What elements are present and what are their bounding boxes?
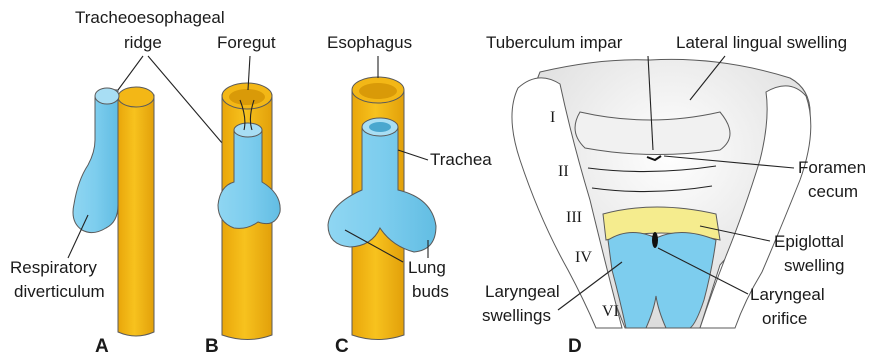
label-tracheoesophageal-1: Tracheoesophageal [75, 8, 225, 27]
panel-b-lumen [229, 89, 265, 105]
arch-numeral-4: IV [575, 249, 592, 266]
panel-d-laryngeal-orifice [652, 232, 658, 248]
label-tuberculum-impar: Tuberculum impar [486, 33, 623, 52]
leader-ridge-b [148, 56, 228, 150]
label-laryngeal-orifice-2: orifice [762, 309, 807, 328]
panel-letter-d: D [568, 336, 582, 357]
panel-letter-c: C [335, 336, 349, 357]
arch-numeral-1: I [550, 109, 555, 126]
label-respiratory-2: diverticulum [14, 282, 105, 301]
label-esophagus: Esophagus [327, 33, 412, 52]
panel-b: Foregut B [205, 33, 280, 357]
label-lung-1: Lung [408, 258, 446, 277]
label-tracheoesophageal-2: ridge [124, 33, 162, 52]
label-trachea: Trachea [430, 150, 492, 169]
panel-letter-b: B [205, 336, 219, 357]
panel-a: Tracheoesophageal ridge Respiratory dive… [10, 8, 228, 357]
label-foregut: Foregut [217, 33, 276, 52]
label-lung-2: buds [412, 282, 449, 301]
label-laryngeal-swellings-1: Laryngeal [485, 282, 560, 301]
arch-numeral-2: II [558, 163, 569, 180]
label-foramen-1: Foramen [798, 158, 866, 177]
panel-a-diverticulum-top [95, 88, 119, 104]
label-foramen-2: cecum [808, 182, 858, 201]
panel-d: I II III IV VI Tuberculum impar Lateral … [482, 33, 866, 357]
panel-c-trachea-lumen [369, 122, 391, 132]
label-epiglottal-1: Epiglottal [774, 232, 844, 251]
leader-ridge-a [118, 56, 143, 90]
label-lateral-lingual: Lateral lingual swelling [676, 33, 847, 52]
arch-numeral-3: III [566, 209, 582, 226]
label-laryngeal-orifice-1: Laryngeal [750, 285, 825, 304]
panel-a-respiratory-diverticulum [73, 90, 118, 233]
label-epiglottal-2: swelling [784, 256, 844, 275]
panel-c-lumen [359, 83, 397, 99]
panel-b-trachea-top [234, 123, 262, 137]
label-laryngeal-swellings-2: swellings [482, 306, 551, 325]
panel-a-esophagus-top [118, 87, 154, 107]
label-respiratory-1: Respiratory [10, 258, 97, 277]
panel-a-esophagus [118, 95, 154, 336]
panel-letter-a: A [95, 336, 109, 357]
arch-numeral-6: VI [602, 303, 619, 320]
panel-c: Esophagus Trachea Lung buds C [327, 33, 492, 357]
